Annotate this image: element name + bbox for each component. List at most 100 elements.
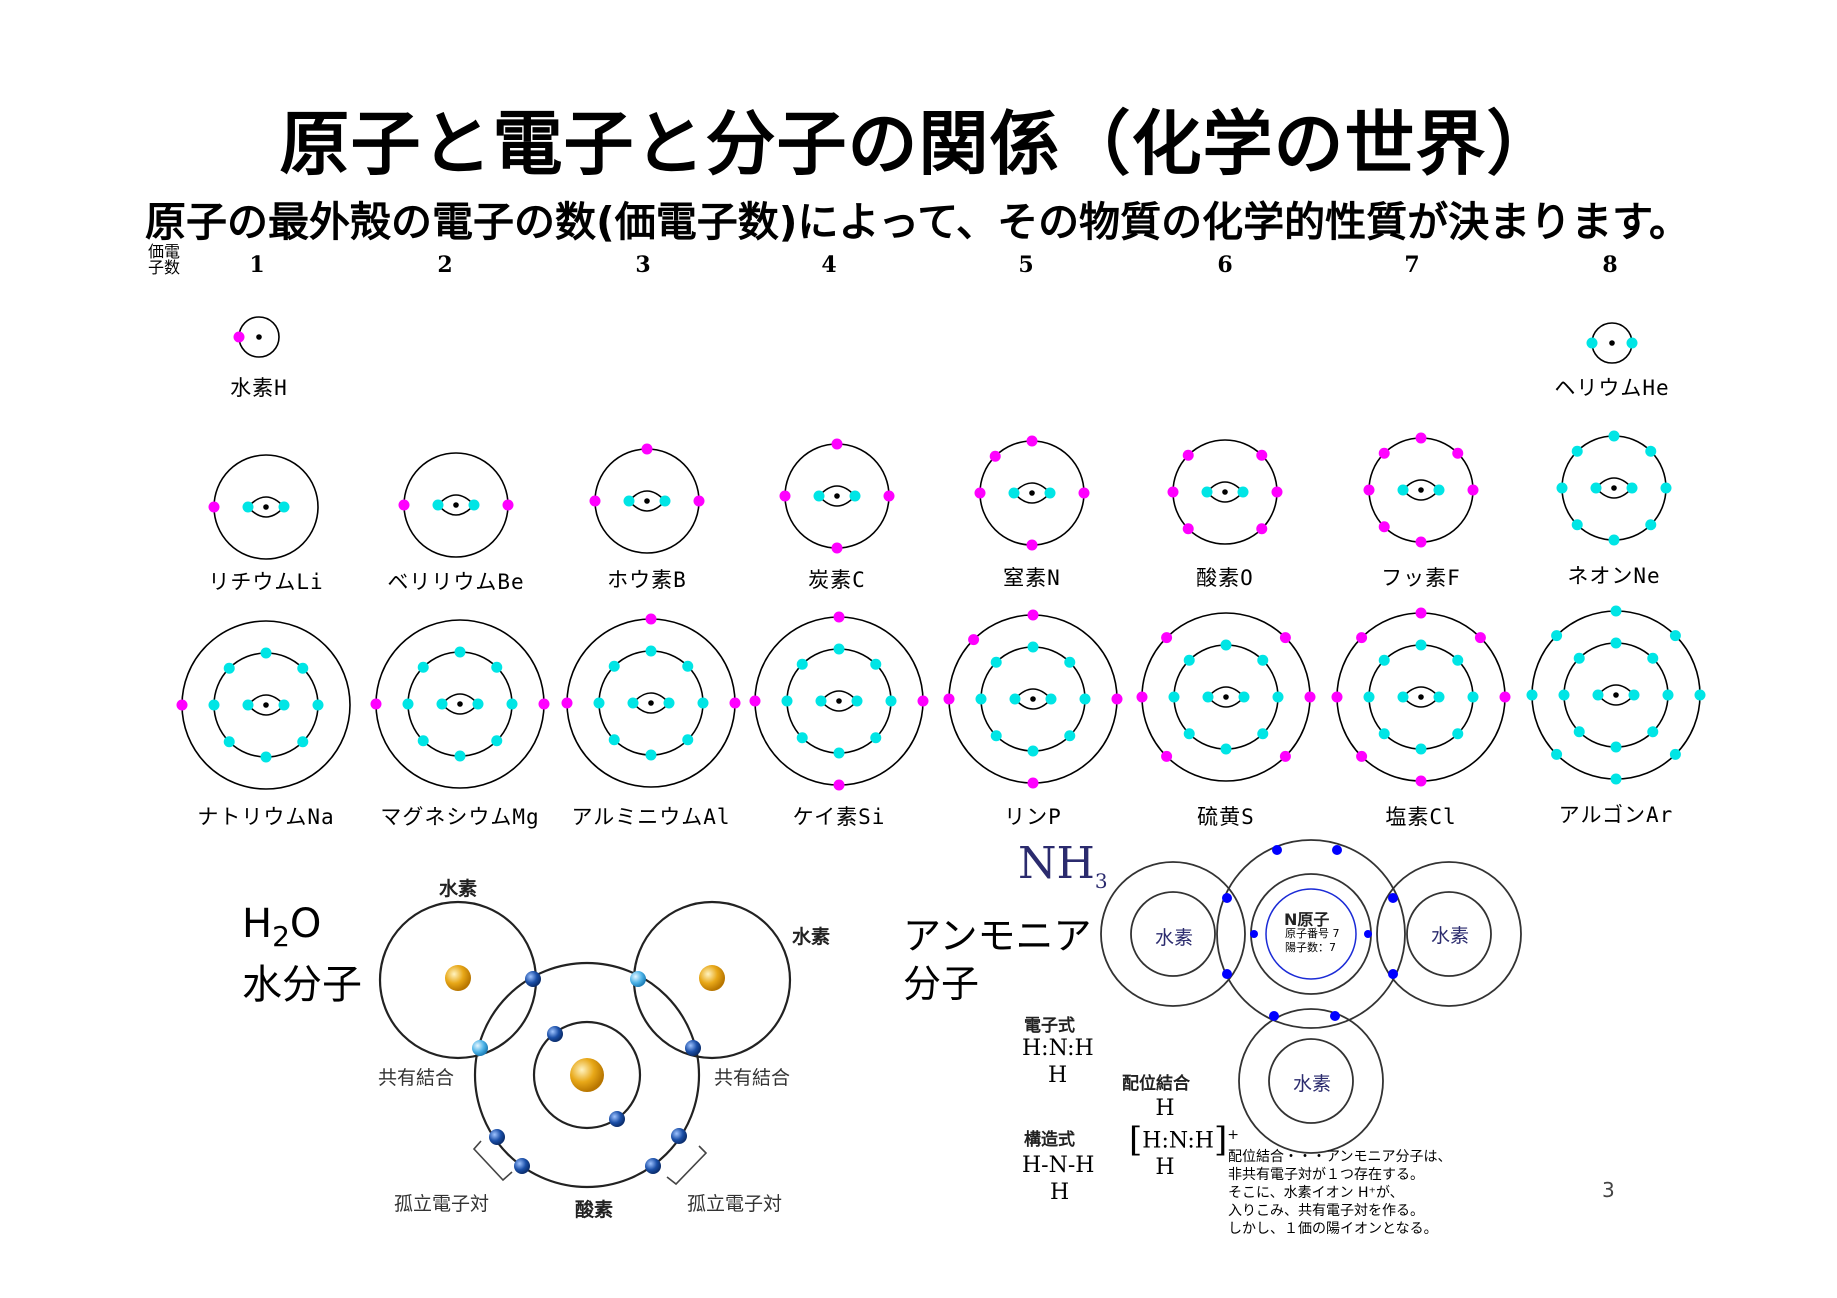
valence-electron	[1551, 748, 1563, 760]
valence-number: 8	[1602, 252, 1618, 278]
inner-electron	[242, 501, 254, 513]
nh3-atomic-number: 原子番号 7	[1285, 927, 1340, 940]
valence-electron	[1027, 777, 1039, 789]
inner-electron	[436, 698, 448, 710]
inner-electron	[849, 490, 861, 502]
nucleus	[1613, 692, 1619, 698]
nh3-hydrogen-right-outer	[1376, 861, 1522, 1007]
valence-electron	[1167, 486, 1179, 498]
inner-electron	[1064, 656, 1076, 668]
valence-electron	[943, 693, 955, 705]
inner-electron	[1397, 691, 1409, 703]
nh3-proton-count: 陽子数：7	[1285, 941, 1336, 954]
nh3-formula-sub: 3	[1094, 868, 1108, 893]
valence-electron	[1660, 482, 1672, 494]
valence-electron	[974, 487, 986, 499]
structural-formula-line2: H	[1050, 1180, 1070, 1205]
valence-electron	[917, 695, 929, 707]
valence-electron	[1256, 449, 1268, 461]
valence-electron	[176, 699, 188, 711]
atom-shell-diagrams	[176, 316, 1706, 791]
ammonium-ion-mid: H:N:H	[1142, 1128, 1214, 1154]
valence-electron	[989, 450, 1001, 462]
nucleus	[457, 701, 463, 707]
valence-electron	[208, 501, 220, 513]
valence-electron	[1610, 605, 1622, 617]
valence-electron	[645, 613, 657, 625]
inner-electron	[1027, 745, 1039, 757]
h2o-name: 水分子	[242, 962, 362, 1008]
valence-electron	[1551, 630, 1563, 642]
nh3-hydrogen-bottom-inner	[1268, 1038, 1354, 1124]
inner-electron	[781, 695, 793, 707]
valence-electron	[1610, 773, 1622, 785]
electron-formula-line1: H:N:H	[1022, 1036, 1094, 1061]
ammonium-ion-top: H	[1155, 1096, 1175, 1121]
h2o-covalent-left-label: 共有結合	[378, 1067, 455, 1089]
inner-electron	[1573, 652, 1585, 664]
inner-electron	[1433, 691, 1445, 703]
inner-electron	[468, 499, 480, 511]
inner-electron	[1183, 728, 1195, 740]
valence-electron	[1415, 607, 1427, 619]
ammonium-ion-bottom: H	[1155, 1155, 1175, 1181]
nh3-electron	[1269, 1011, 1279, 1021]
valence-electron	[1331, 691, 1343, 703]
valence-electron	[729, 697, 741, 709]
nucleus	[644, 498, 650, 504]
note-line: 非共有電子対が１つ存在する。	[1228, 1167, 1424, 1183]
nh3-hydrogen-right-inner	[1406, 891, 1492, 977]
atom-label: マグネシウムMg	[380, 805, 540, 829]
valence-number: 7	[1404, 252, 1420, 278]
valence-electron	[1645, 519, 1657, 531]
inner-electron	[1626, 482, 1638, 494]
inner-electron	[697, 697, 709, 709]
inner-electron	[1272, 691, 1284, 703]
h2o-lone-pair-electron	[489, 1129, 505, 1145]
valence-electron	[1586, 337, 1598, 349]
nh3-hydrogen-left-label: 水素	[1155, 927, 1194, 949]
nh3-inner-electron	[1364, 930, 1372, 938]
valence-electron	[1078, 487, 1090, 499]
inner-electron	[1415, 743, 1427, 755]
inner-electron	[1452, 654, 1464, 666]
valence-electron	[1279, 632, 1291, 644]
nh3-electron	[1222, 893, 1232, 903]
inner-electron	[796, 732, 808, 744]
nucleus	[453, 502, 459, 508]
valence-electron	[1111, 693, 1123, 705]
atom-label: 硫黄S	[1197, 805, 1255, 829]
h2o-formula-sub: 2	[272, 920, 290, 953]
inner-electron	[833, 747, 845, 759]
inner-electron	[1467, 691, 1479, 703]
valence-electron	[370, 698, 382, 710]
inner-electron	[885, 695, 897, 707]
valence-electron	[1356, 632, 1368, 644]
inner-electron	[454, 646, 466, 658]
valence-number: 1	[249, 252, 265, 278]
nucleus	[1611, 485, 1617, 491]
valence-header: 価電子数	[148, 242, 181, 277]
valence-electron	[1526, 689, 1538, 701]
inner-electron	[851, 695, 863, 707]
inner-electron	[1257, 728, 1269, 740]
ammonium-bracket-close: ]	[1213, 1120, 1228, 1161]
valence-electron	[1608, 534, 1620, 546]
nucleus	[1222, 489, 1228, 495]
nucleus	[263, 504, 269, 510]
nucleus	[1418, 694, 1424, 700]
nh3-hydrogen-left-outer	[1100, 861, 1246, 1007]
atom-label: ヘリウムHe	[1554, 376, 1670, 400]
nucleus	[834, 493, 840, 499]
inner-electron	[1027, 641, 1039, 653]
valence-electron	[833, 611, 845, 623]
structural-formula: H-N-H H	[1022, 1152, 1095, 1206]
nucleus	[256, 334, 262, 340]
inner-electron	[627, 697, 639, 709]
h2o-lone-pair-electron	[671, 1128, 687, 1144]
inner-electron	[682, 734, 694, 746]
subtitle: 原子の最外殻の電子の数(価電子数)によって、その物質の化学的性質が決まります。	[145, 198, 1691, 246]
ammonium-bracket-open: [	[1129, 1120, 1143, 1161]
inner-electron	[1415, 639, 1427, 651]
